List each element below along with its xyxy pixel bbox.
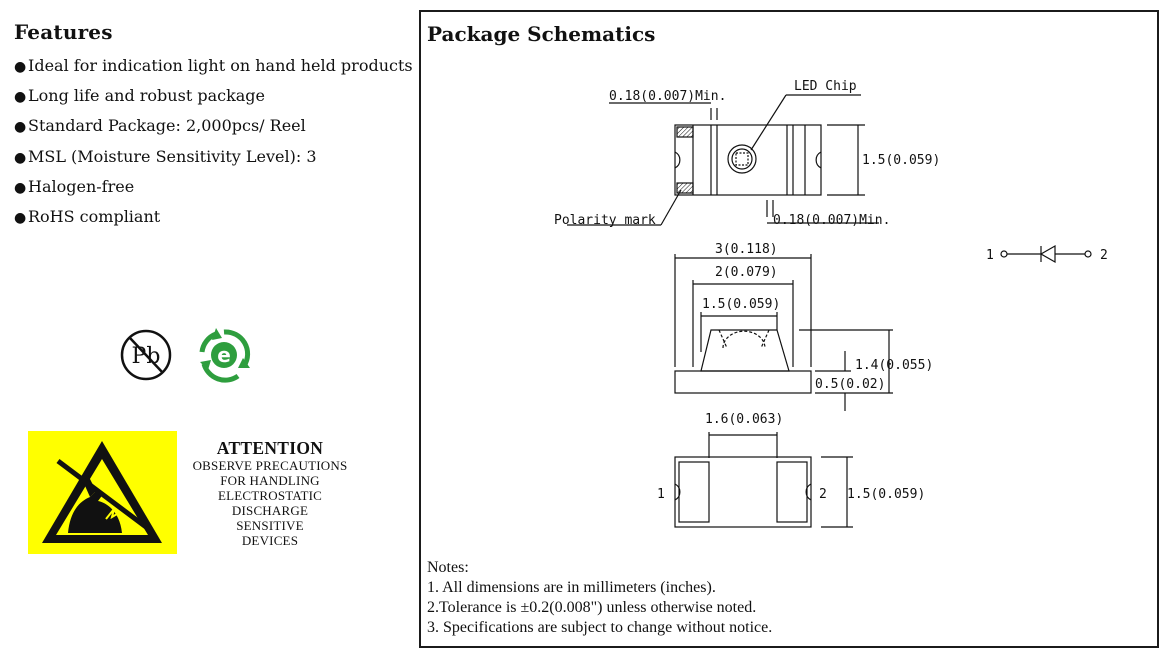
note-item: 3. Specifications are subject to change … [427, 619, 773, 636]
bullet-icon: ● [14, 89, 27, 106]
diode-symbol-icon [1000, 244, 1092, 264]
attention-line: FOR HANDLING [220, 473, 320, 488]
attention-title: ATTENTION [216, 438, 324, 458]
side-view [674, 254, 893, 411]
notes-heading: Notes: [427, 559, 469, 576]
dim-inner-width: 2(0.079) [715, 265, 778, 280]
esd-warning-box [28, 431, 177, 554]
dim-lens-width: 1.5(0.059) [702, 297, 780, 312]
schematics-title: Package Schematics [427, 22, 656, 46]
note-item: 2.Tolerance is ±0.2(0.008") unless other… [427, 599, 757, 616]
feature-item: ●Long life and robust package [14, 84, 414, 114]
attention-line: SENSITIVE [236, 518, 304, 533]
bottom-view [674, 432, 853, 528]
dim-total-width: 3(0.118) [715, 242, 778, 257]
notes-section: Notes: 1. All dimensions are in millimet… [427, 558, 772, 638]
package-drawing: 0.18(0.007)Min. LED Chip 1.5(0.059) Pola… [554, 79, 1108, 528]
feature-item: ●Standard Package: 2,000pcs/ Reel [14, 114, 414, 144]
dim-top-height: 1.5(0.059) [862, 153, 940, 168]
dim-bottom-height: 1.5(0.059) [847, 487, 925, 502]
package-schematics-panel: Package Schematics [419, 10, 1159, 648]
attention-line: DEVICES [241, 533, 299, 548]
pin-2-label: 2 [819, 487, 827, 502]
dim-pad-gap: 1.6(0.063) [705, 412, 783, 427]
features-list: ●Ideal for indication light on hand held… [14, 54, 414, 235]
attention-line: DISCHARGE [231, 503, 309, 518]
svg-text:e: e [217, 343, 231, 367]
svg-text:Pb: Pb [132, 344, 161, 369]
feature-item: ●Ideal for indication light on hand held… [14, 54, 414, 84]
attention-line: OBSERVE PRECAUTIONS [192, 458, 348, 473]
bullet-icon: ● [14, 209, 27, 226]
feature-item: ●Halogen-free [14, 175, 414, 205]
circuit-pin-2: 2 [1100, 248, 1108, 263]
features-section: Features ●Ideal for indication light on … [14, 20, 414, 235]
pb-free-icon: Pb [120, 329, 172, 381]
label-led-chip: LED Chip [794, 79, 857, 94]
top-view [567, 94, 879, 226]
pin-1-label: 1 [657, 487, 665, 502]
bullet-icon: ● [14, 119, 27, 136]
bullet-icon: ● [14, 149, 27, 166]
dim-min-left: 0.18(0.007)Min. [609, 89, 726, 104]
circuit-pin-1: 1 [986, 248, 994, 263]
dim-base-height: 0.5(0.02) [815, 377, 885, 392]
bullet-icon: ● [14, 59, 27, 75]
attention-line: ELECTROSTATIC [217, 488, 323, 503]
note-item: 1. All dimensions are in millimeters (in… [427, 579, 716, 596]
feature-item: ●RoHS compliant [14, 205, 414, 235]
esd-attention-text: ATTENTION OBSERVE PRECAUTIONS FOR HANDLI… [186, 438, 354, 548]
feature-item: ●MSL (Moisture Sensitivity Level): 3 [14, 145, 414, 175]
compliance-icons: Pb e [120, 328, 251, 383]
label-polarity-mark: Polarity mark [554, 213, 656, 228]
esd-warning-icon [42, 441, 162, 543]
eco-recycle-icon: e [199, 328, 251, 383]
dim-total-height: 1.4(0.055) [855, 358, 933, 373]
bullet-icon: ● [14, 179, 27, 196]
dim-min-right: 0.18(0.007)Min. [773, 213, 890, 228]
features-title: Features [14, 20, 113, 44]
